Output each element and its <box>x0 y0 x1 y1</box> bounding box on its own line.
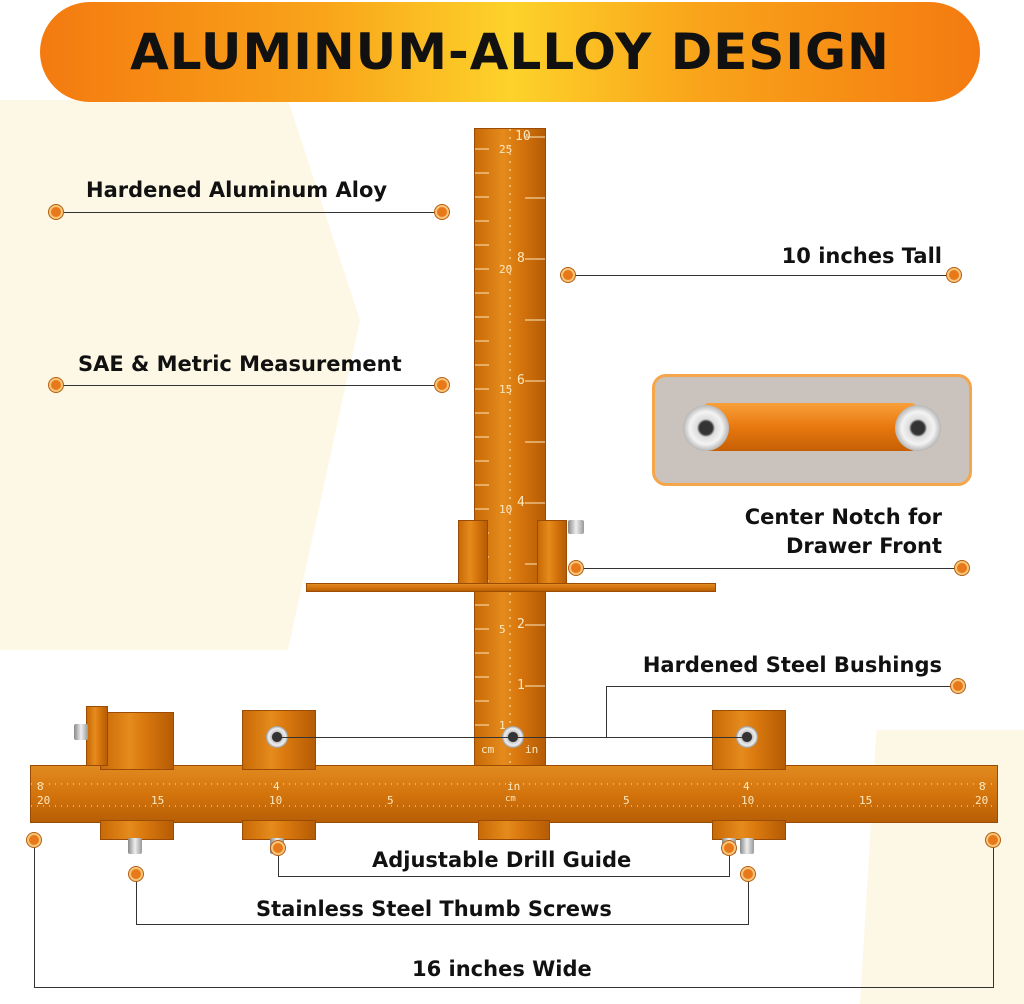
leader-bushings-top <box>606 686 958 687</box>
vruler-in-10: 10 <box>515 129 531 144</box>
under-block-left-end <box>100 820 174 840</box>
dot-bushings-right <box>951 679 965 693</box>
hruler-cm-5-right: 5 <box>623 794 630 807</box>
leader-screws-left <box>136 874 137 924</box>
hruler-cm-10-right: 10 <box>741 794 755 807</box>
dot-tall-left <box>561 268 575 282</box>
leader-drill-right <box>729 848 730 876</box>
vertical-stop-thumb-screw[interactable] <box>568 520 584 534</box>
hruler-in-8-left: 8 <box>37 780 44 793</box>
label-tall: 10 inches Tall <box>781 244 942 268</box>
thumb-screw-4[interactable] <box>740 838 754 854</box>
hruler-cm-10-left: 10 <box>269 794 283 807</box>
end-stop-flip[interactable] <box>86 706 108 766</box>
vruler-cm-20: 20 <box>499 263 513 276</box>
label-thumb-screws: Stainless Steel Thumb Screws <box>256 897 612 921</box>
background-shape-left <box>0 100 360 650</box>
under-block-center <box>478 820 550 840</box>
inset-bar <box>703 403 917 451</box>
dot-alloy-left <box>49 205 63 219</box>
leader-wide-bottom <box>34 987 994 988</box>
leader-drill-left <box>278 848 279 876</box>
dot-drill-left <box>271 841 285 855</box>
vertical-stop-block-left[interactable] <box>458 520 488 588</box>
hruler-cm-20-right: 20 <box>975 794 989 807</box>
under-block-right <box>712 820 786 840</box>
hruler-in-8-right: 8 <box>979 780 986 793</box>
leader-tall <box>568 275 954 276</box>
vruler-in-4: 4 <box>517 495 525 510</box>
vruler-in-6: 6 <box>517 373 525 388</box>
hruler-unit-in: in <box>507 780 521 793</box>
title-banner: ALUMINUM-ALLOY DESIGN <box>40 2 980 102</box>
leader-wide-left <box>34 840 35 987</box>
inset-bushing-right <box>895 405 941 451</box>
vertical-stop-block-right[interactable] <box>537 520 567 588</box>
leader-notch <box>576 568 962 569</box>
vruler-unit-in: in <box>525 743 539 756</box>
horizontal-ruler-ticks <box>31 783 997 807</box>
end-stop-block[interactable] <box>100 712 174 770</box>
horizontal-ruler: 20 15 10 5 cm 5 10 15 20 8 4 in 4 8 <box>30 765 998 823</box>
dot-tall-right <box>947 268 961 282</box>
vertical-ruler: 25 20 15 10 5 1 10 8 6 4 2 1 cm in <box>474 128 546 770</box>
hruler-cm-20-left: 20 <box>37 794 51 807</box>
bushing-left <box>266 726 288 748</box>
hruler-in-4-left: 4 <box>273 780 280 793</box>
leader-wide-right <box>993 840 994 987</box>
hruler-unit-cm: cm <box>505 794 516 804</box>
hruler-cm-15-right: 15 <box>859 794 873 807</box>
end-stop-thumb-screw[interactable] <box>74 724 88 740</box>
leader-alloy <box>56 212 442 213</box>
hruler-in-4-right: 4 <box>743 780 750 793</box>
label-notch-line2: Drawer Front <box>785 534 942 558</box>
hruler-cm-5-left: 5 <box>387 794 394 807</box>
inset-bushing-left <box>683 405 729 451</box>
dot-screws-left <box>129 867 143 881</box>
dot-wide-right <box>986 833 1000 847</box>
banner-title: ALUMINUM-ALLOY DESIGN <box>130 23 890 81</box>
leader-screws-right <box>748 874 749 924</box>
thumb-screw-1[interactable] <box>128 838 142 854</box>
dot-wide-left <box>27 833 41 847</box>
leader-drill-bottom <box>278 876 730 877</box>
label-measurement: SAE & Metric Measurement <box>78 352 402 376</box>
dot-measurement-left <box>49 378 63 392</box>
label-notch-line1: Center Notch for <box>744 505 942 529</box>
vruler-cm-5: 5 <box>499 623 506 636</box>
vruler-cm-25: 25 <box>499 143 513 156</box>
vruler-in-1: 1 <box>517 678 525 693</box>
leader-measurement <box>56 385 442 386</box>
center-notch-plate <box>306 583 716 592</box>
vruler-cm-10: 10 <box>499 503 513 516</box>
vruler-unit-cm: cm <box>481 743 495 756</box>
vruler-cm-1: 1 <box>499 719 506 732</box>
dot-notch-right <box>955 561 969 575</box>
vruler-in-2: 2 <box>517 617 525 632</box>
dot-screws-right <box>741 867 755 881</box>
label-bushings: Hardened Steel Bushings <box>642 653 942 677</box>
dot-drill-right <box>722 841 736 855</box>
dot-notch-left <box>569 561 583 575</box>
leader-bushings-across <box>280 737 750 738</box>
vruler-cm-15: 15 <box>499 383 513 396</box>
vertical-ruler-ticks <box>475 129 545 769</box>
label-drill-guide: Adjustable Drill Guide <box>372 848 632 872</box>
label-wide: 16 inches Wide <box>412 957 592 981</box>
vruler-in-8: 8 <box>517 251 525 266</box>
hruler-cm-15-left: 15 <box>151 794 165 807</box>
label-alloy: Hardened Aluminum Aloy <box>86 178 388 202</box>
dot-measurement-right <box>435 378 449 392</box>
dot-alloy-right <box>435 205 449 219</box>
center-notch-inset <box>652 374 972 486</box>
leader-screws-bottom <box>136 924 749 925</box>
leader-bushings-down <box>606 686 607 738</box>
under-block-left <box>242 820 316 840</box>
